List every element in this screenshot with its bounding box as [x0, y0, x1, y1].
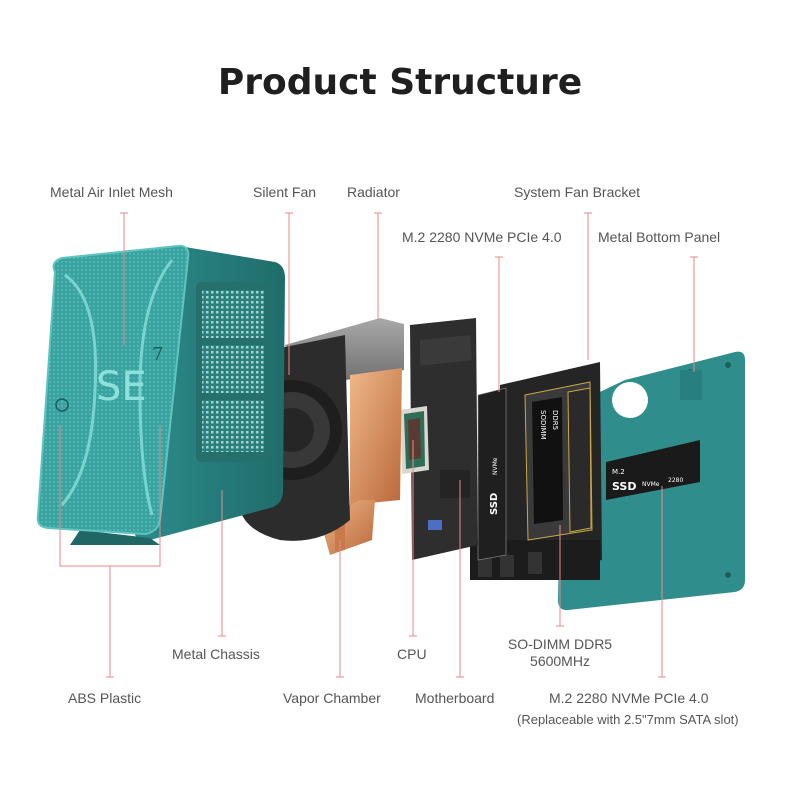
- label-m2-ssd-top: M.2 2280 NVMe PCIe 4.0: [402, 229, 562, 245]
- label-silent-fan: Silent Fan: [253, 184, 317, 200]
- ssd-vertical-type: NVMe: [492, 457, 499, 475]
- ssd-brand-marking: SSD: [612, 480, 636, 493]
- ssd-form-marking: M.2: [612, 468, 625, 476]
- ssd-size-marking: 2280: [668, 477, 683, 484]
- ssd-on-panel-graphic: M.2 SSD NVMe 2280: [606, 440, 700, 500]
- label-abs-plastic: ABS Plastic: [68, 690, 142, 706]
- brand-logo-icon: [55, 398, 69, 412]
- label-metal-chassis: Metal Chassis: [172, 646, 260, 662]
- label-motherboard: Motherboard: [415, 690, 495, 706]
- motherboard-graphic: [410, 318, 478, 560]
- label-radiator: Radiator: [347, 184, 400, 200]
- page-title: Product Structure: [217, 62, 583, 103]
- cpu-graphic: [400, 406, 429, 474]
- label-metal-air-inlet-mesh: Metal Air Inlet Mesh: [50, 184, 173, 200]
- ssd-type-marking: NVMe: [642, 481, 660, 488]
- label-m2-ssd-bottom: M.2 2280 NVMe PCIe 4.0: [549, 690, 709, 706]
- label-cpu: CPU: [397, 646, 427, 662]
- ram-label-2: SODIMM: [539, 410, 547, 440]
- ram-label-1: DDR5: [551, 410, 559, 430]
- label-so-dimm-line2: 5600MHz: [530, 653, 590, 669]
- ssd-vertical-graphic: SSD NVMe: [477, 387, 507, 561]
- chassis-model-marking: 7: [152, 344, 163, 365]
- ssd-vertical-brand: SSD: [489, 493, 500, 515]
- label-so-dimm-line1: SO-DIMM DDR5: [507, 636, 613, 652]
- metal-air-inlet-mesh-graphic: SE 7: [36, 244, 190, 536]
- leader-lines: [59, 212, 698, 678]
- chassis-logo-marking: SE: [96, 364, 147, 410]
- label-vapor-chamber: Vapor Chamber: [283, 690, 381, 706]
- label-m2-ssd-note: (Replaceable with 2.5"7mm SATA slot): [517, 712, 739, 727]
- label-system-fan-bracket: System Fan Bracket: [514, 184, 641, 200]
- system-fan-bracket-graphic: DDR5 SODIMM: [470, 362, 602, 580]
- label-so-dimm: SO-DIMM DDR5 5600MHz: [492, 636, 628, 670]
- label-metal-bottom-panel: Metal Bottom Panel: [598, 229, 721, 245]
